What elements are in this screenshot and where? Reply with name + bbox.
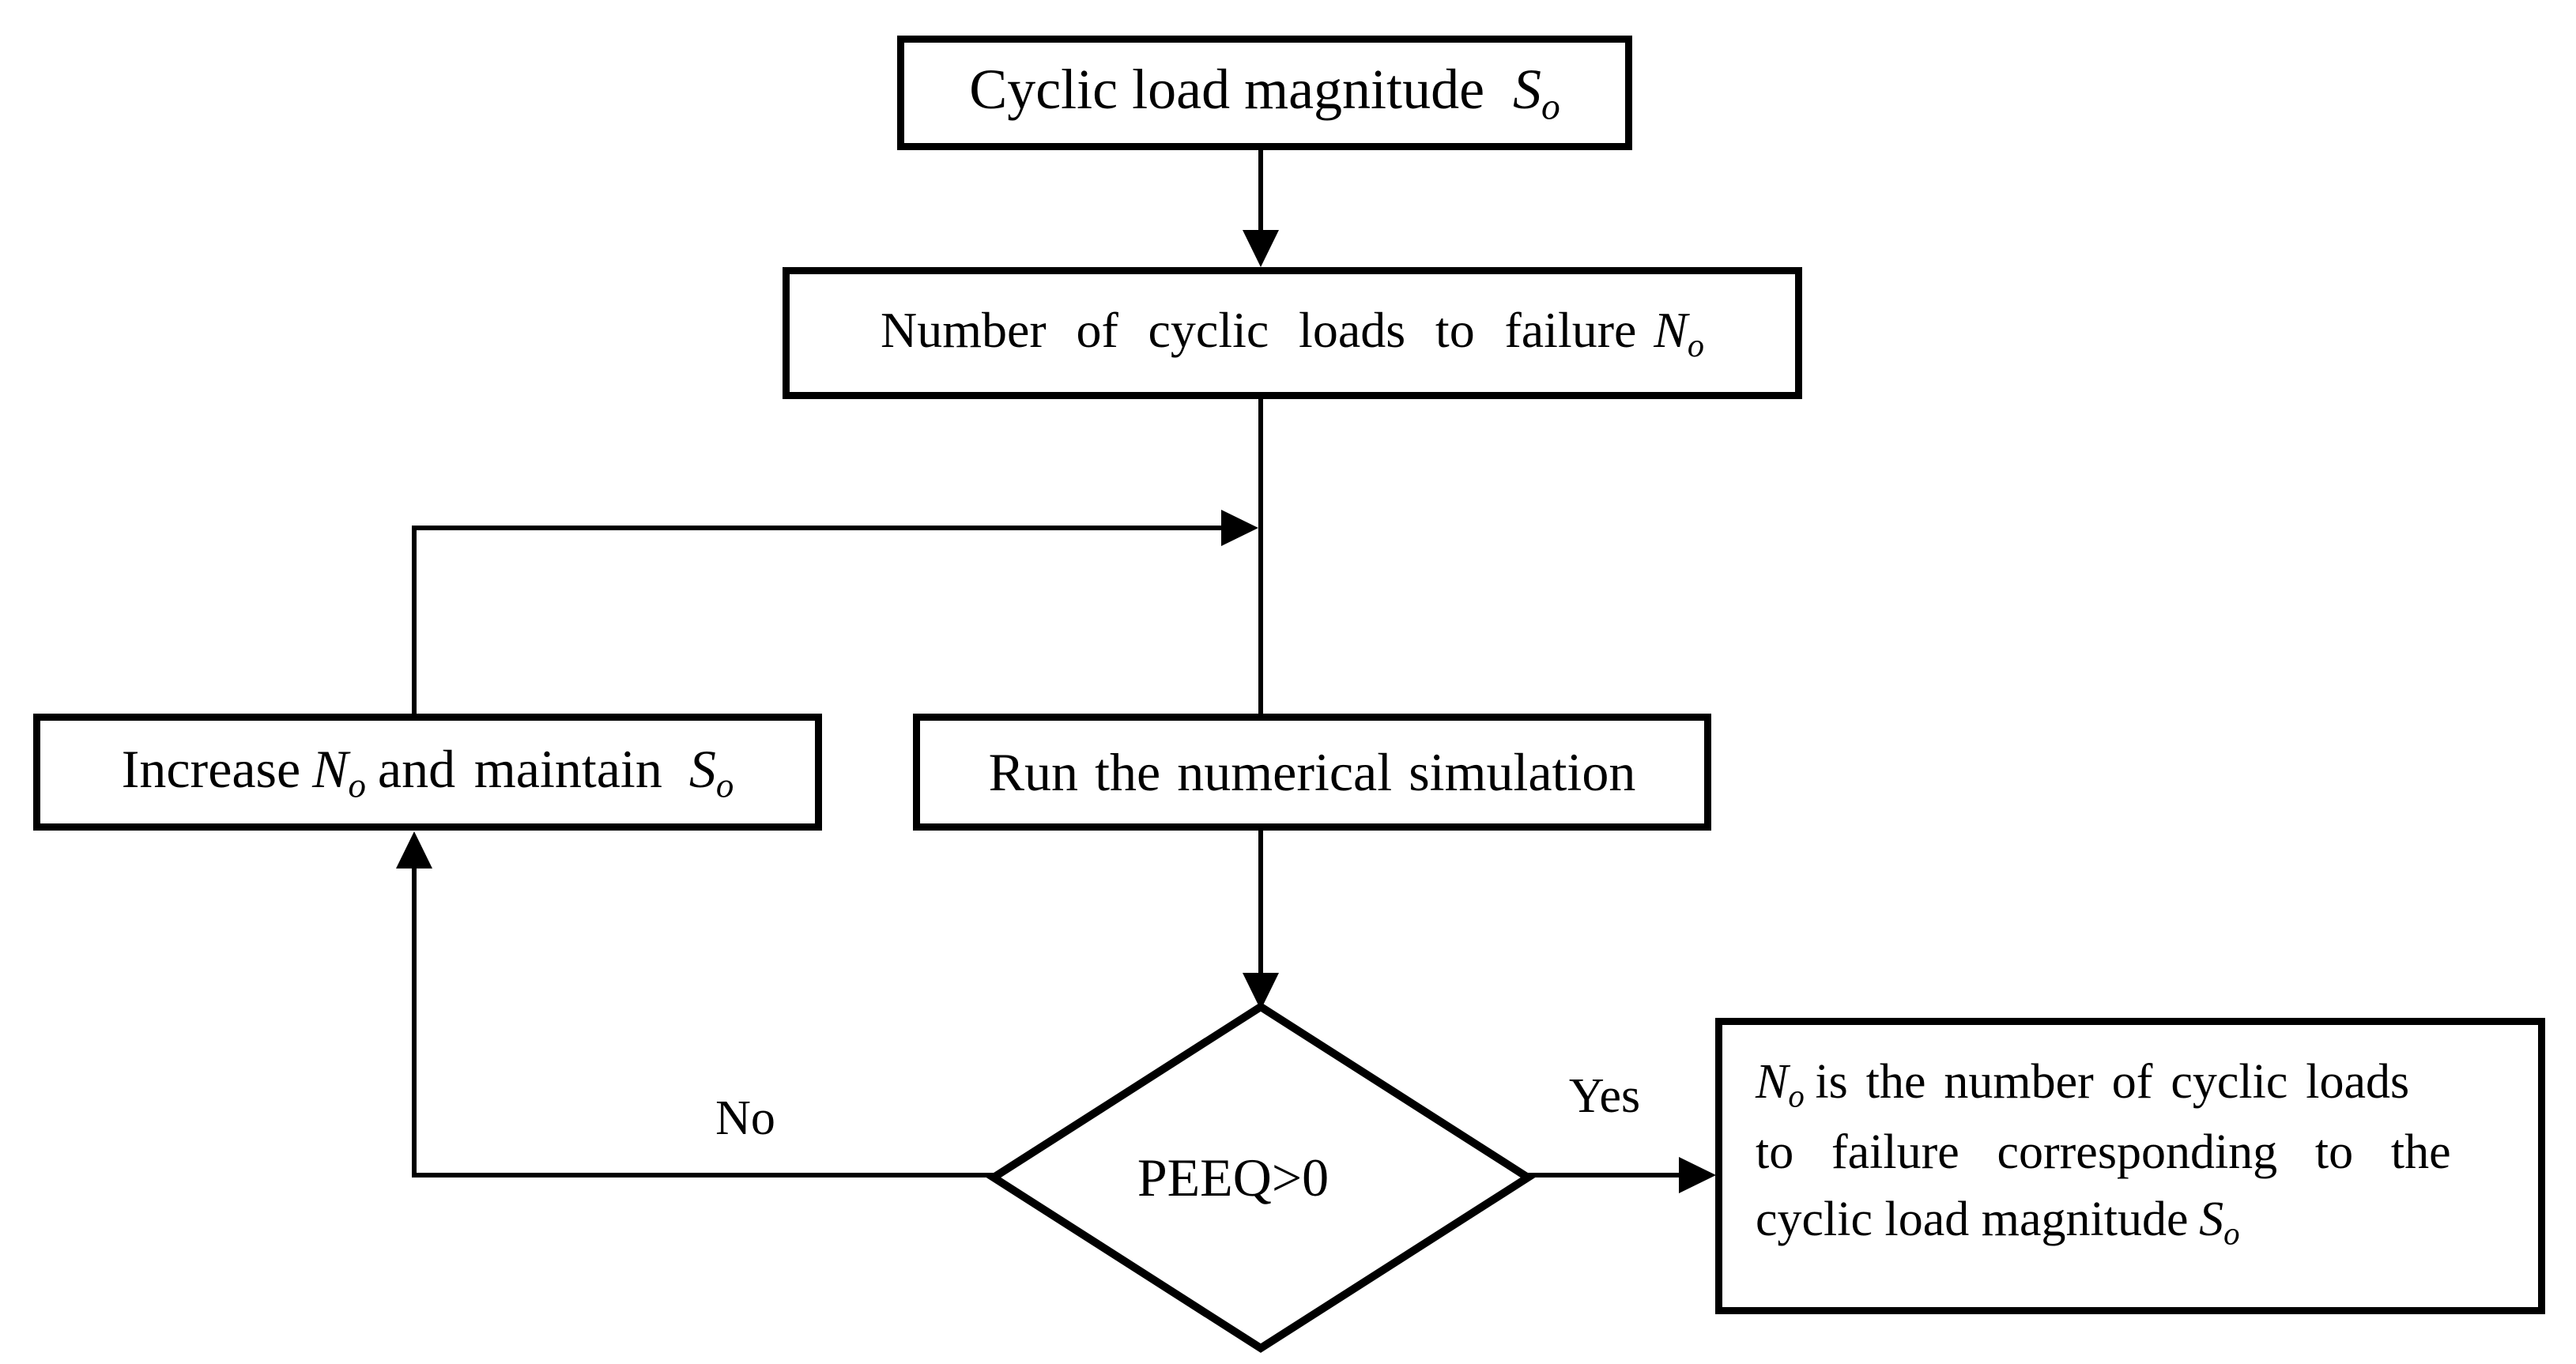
math-subscript: o xyxy=(1541,86,1560,128)
edge-no-horizontal-line xyxy=(412,1173,998,1177)
result-line-2: to failure corresponding to the xyxy=(1756,1125,2451,1179)
node-cyclic-load: Cyclic load magnitude So xyxy=(897,36,1632,150)
text-segment: Number of cyclic loads to failure xyxy=(880,302,1637,359)
arrowhead-up-icon xyxy=(396,831,432,869)
text-segment: and maintain xyxy=(377,739,662,800)
edge-cyclic-to-number-line xyxy=(1258,150,1263,235)
math-subscript: o xyxy=(2223,1215,2240,1252)
node-result-text: No is the number of cyclic loads to failu… xyxy=(1756,1049,2505,1257)
edge-loop-vertical-line xyxy=(412,526,417,715)
decision-diamond-shape xyxy=(986,1002,1536,1353)
node-number-of-loads: Number of cyclic loads to failure No xyxy=(783,267,1802,399)
edge-run-to-decision-line xyxy=(1258,831,1263,976)
edge-loop-horizontal-line xyxy=(412,526,1224,530)
result-line-1: No is the number of cyclic loads xyxy=(1756,1049,2505,1119)
node-cyclic-load-text: Cyclic load magnitude So xyxy=(969,57,1560,128)
math-subscript: o xyxy=(1788,1078,1805,1114)
math-var: S xyxy=(2199,1193,2224,1247)
text-segment: Increase xyxy=(121,739,301,800)
math-subscript: o xyxy=(348,765,366,805)
arrowhead-right-icon xyxy=(1679,1157,1716,1193)
text-segment: is the number of cyclic loads xyxy=(1815,1055,2410,1109)
text-segment: Cyclic load magnitude xyxy=(969,58,1485,122)
arrowhead-right-icon xyxy=(1221,510,1258,546)
node-number-of-loads-text: Number of cyclic loads to failure No xyxy=(881,301,1704,365)
math-var: S xyxy=(1513,58,1542,122)
node-decision: PEEQ>0 xyxy=(984,997,1537,1358)
node-run-simulation: Run the numerical simulation xyxy=(913,714,1711,831)
edge-number-to-run-line xyxy=(1258,399,1263,714)
edge-label-no: No xyxy=(715,1091,775,1145)
text-segment: cyclic load magnitude xyxy=(1756,1193,2189,1247)
edge-no-vertical-line xyxy=(412,867,417,1177)
edge-label-yes: Yes xyxy=(1568,1069,1641,1123)
node-decision-text: PEEQ>0 xyxy=(1137,1147,1329,1208)
math-var: N xyxy=(1654,302,1688,359)
node-result: No is the number of cyclic loads to failu… xyxy=(1715,1018,2545,1314)
node-run-simulation-text: Run the numerical simulation xyxy=(988,741,1636,802)
math-var: S xyxy=(688,739,716,800)
math-var: N xyxy=(1756,1055,1789,1109)
math-subscript: o xyxy=(1687,326,1705,364)
arrowhead-down-icon xyxy=(1243,230,1279,267)
edge-yes-line xyxy=(1526,1173,1682,1177)
math-subscript: o xyxy=(715,765,734,805)
math-var: N xyxy=(312,739,349,800)
